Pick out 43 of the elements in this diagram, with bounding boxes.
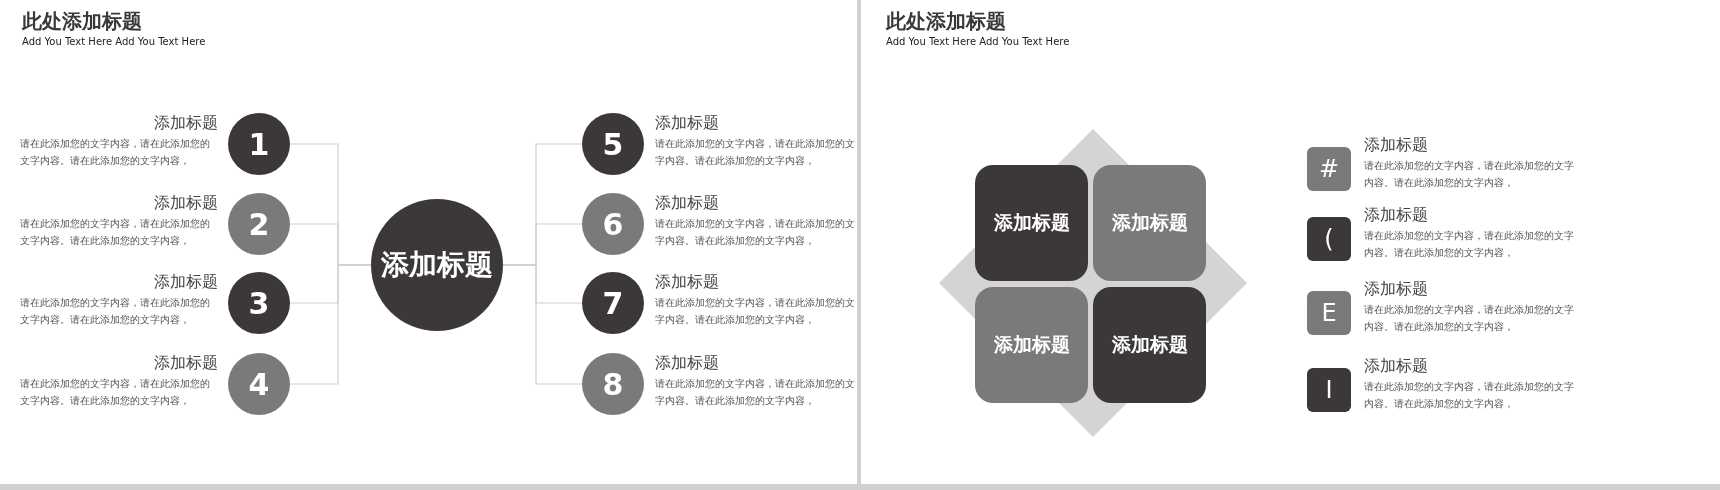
item-heading: 添加标题 (154, 193, 218, 214)
connector-line (289, 264, 372, 385)
symbol-tile: I (1307, 368, 1351, 412)
item-heading: 添加标题 (655, 113, 719, 134)
number-circle: 3 (228, 272, 290, 334)
item-heading: 添加标题 (154, 272, 218, 293)
number-circle: 7 (582, 272, 644, 334)
item-description: 请在此添加您的文字内容，请在此添加您的文字内容。请在此添加您的文字内容， (20, 377, 211, 408)
item-description: 请在此添加您的文字内容，请在此添加您的文字内容。请在此添加您的文字内容， (655, 377, 855, 408)
item-heading: 添加标题 (1364, 205, 1428, 226)
item-description: 请在此添加您的文字内容，请在此添加您的文字内容。请在此添加您的文字内容， (1364, 380, 1575, 411)
number-circle: 1 (228, 113, 290, 175)
slide-title: 此处添加标题 (22, 8, 142, 35)
symbol-tile: # (1307, 147, 1351, 191)
number-circle: 8 (582, 353, 644, 415)
symbol-tile: E (1307, 291, 1351, 335)
item-description: 请在此添加您的文字内容，请在此添加您的文字内容。请在此添加您的文字内容， (655, 296, 855, 327)
item-heading: 添加标题 (1364, 279, 1428, 300)
slide-subtitle: Add You Text Here Add You Text Here (22, 36, 206, 47)
number-circle: 2 (228, 193, 290, 255)
center-circle: 添加标题 (371, 199, 503, 331)
number-circle: 5 (582, 113, 644, 175)
item-description: 请在此添加您的文字内容，请在此添加您的文字内容。请在此添加您的文字内容， (20, 217, 211, 248)
item-heading: 添加标题 (655, 353, 719, 374)
connector-line (502, 264, 583, 385)
item-heading: 添加标题 (154, 353, 218, 374)
item-description: 请在此添加您的文字内容，请在此添加您的文字内容。请在此添加您的文字内容， (20, 296, 211, 327)
number-circle: 6 (582, 193, 644, 255)
item-heading: 添加标题 (655, 193, 719, 214)
number-circle: 4 (228, 353, 290, 415)
item-heading: 添加标题 (1364, 356, 1428, 377)
slide-title: 此处添加标题 (886, 8, 1006, 35)
item-heading: 添加标题 (655, 272, 719, 293)
item-description: 请在此添加您的文字内容，请在此添加您的文字内容。请在此添加您的文字内容， (655, 217, 855, 248)
item-heading: 添加标题 (154, 113, 218, 134)
item-description: 请在此添加您的文字内容，请在此添加您的文字内容。请在此添加您的文字内容， (1364, 229, 1575, 260)
slide-subtitle: Add You Text Here Add You Text Here (886, 36, 1070, 47)
item-description: 请在此添加您的文字内容，请在此添加您的文字内容。请在此添加您的文字内容， (1364, 159, 1575, 190)
item-description: 请在此添加您的文字内容，请在此添加您的文字内容。请在此添加您的文字内容， (20, 137, 211, 168)
item-heading: 添加标题 (1364, 135, 1428, 156)
item-description: 请在此添加您的文字内容，请在此添加您的文字内容。请在此添加您的文字内容， (1364, 303, 1575, 334)
symbol-tile: ( (1307, 217, 1351, 261)
item-description: 请在此添加您的文字内容，请在此添加您的文字内容。请在此添加您的文字内容， (655, 137, 855, 168)
